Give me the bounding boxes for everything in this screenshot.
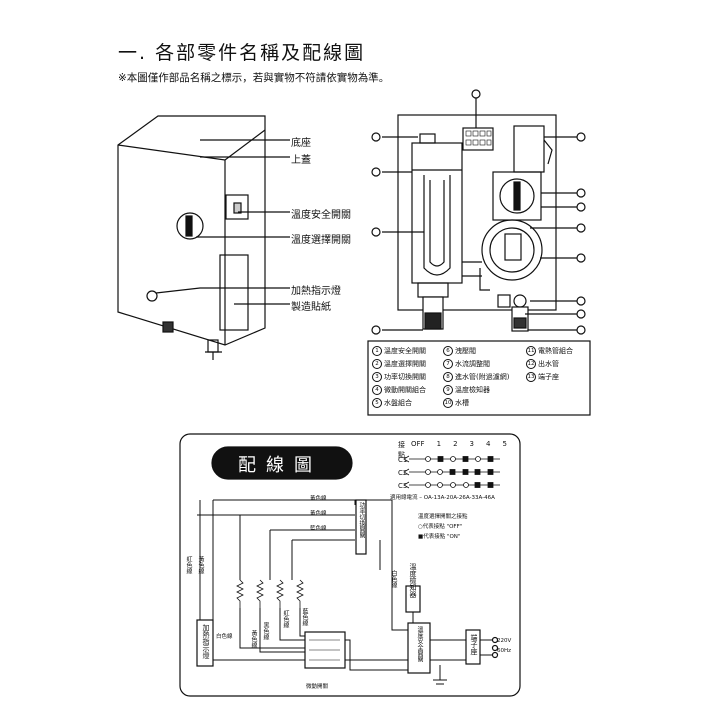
internal-parts-drawing bbox=[371, 89, 586, 335]
wiring-title: 配線圖 bbox=[238, 455, 322, 476]
temp-detector-box bbox=[405, 585, 421, 613]
row-c1: C1 bbox=[398, 456, 408, 464]
wire-label: 黃色線 bbox=[310, 511, 327, 517]
wire-label: 白色線 bbox=[216, 634, 233, 640]
wire-label: 黃色線 bbox=[197, 556, 204, 574]
wire-label: 藍色線 bbox=[301, 608, 308, 626]
label-temp-selector: 溫度選擇開關 bbox=[291, 235, 351, 246]
safety-switch-label: 溫度安全開關 bbox=[416, 626, 423, 662]
wire-label: 黃色線 bbox=[250, 630, 257, 648]
wire-label: 藍色線 bbox=[310, 526, 327, 532]
label-heating-indicator: 加熱指示燈 bbox=[291, 286, 341, 297]
legend-box bbox=[367, 340, 591, 416]
label-manufacture-sticker: 製造貼紙 bbox=[291, 302, 331, 313]
wire-label: 紅色線 bbox=[185, 556, 192, 574]
wire-label: 黃色線 bbox=[310, 496, 327, 502]
label-top-cover: 上蓋 bbox=[291, 155, 311, 166]
wiring-box bbox=[179, 433, 521, 697]
label-base: 底座 bbox=[291, 138, 311, 149]
label-safety-switch: 溫度安全開關 bbox=[291, 210, 351, 221]
wiring-title-pill bbox=[211, 446, 353, 480]
supply-voltage: 220V bbox=[497, 638, 512, 644]
contact-legend-off: ○代表接點 "OFF" bbox=[418, 524, 463, 530]
current-line: 適用總電流 – OA-13A-20A-26A-33A-46A bbox=[390, 495, 495, 501]
wire-label: 白色線 bbox=[390, 570, 397, 588]
wire-label: 黑色線 bbox=[262, 622, 269, 640]
exterior-heater-drawing bbox=[117, 115, 290, 360]
terminal-box bbox=[465, 629, 481, 665]
temp-detector-label: 溫度檢知器 bbox=[409, 563, 417, 598]
row-c2: C2 bbox=[398, 469, 408, 477]
disclaimer-note: ※本圖僅作部品名稱之標示，若與實物不符請依實物為準。 bbox=[118, 72, 390, 84]
power-selector-label: 功率切換開關 bbox=[358, 502, 365, 538]
contact-legend-on: ■代表接點 "ON" bbox=[418, 534, 461, 540]
row-c3: C3 bbox=[398, 482, 408, 490]
supply-frequency: 60Hz bbox=[497, 648, 512, 654]
contact-legend-title: 溫度選擇開關之接點 bbox=[418, 514, 468, 520]
micro-switch-label: 微動開關 bbox=[306, 684, 329, 690]
heater-coils bbox=[236, 579, 304, 608]
heater-indicator-label: 加熱指示燈 bbox=[202, 624, 210, 659]
power-selector-box bbox=[355, 499, 367, 555]
switch-header: 接點 bbox=[398, 441, 405, 459]
terminal-label: 端子座 bbox=[470, 634, 478, 655]
safety-switch-box bbox=[407, 622, 431, 674]
page-title: 一. 各部零件名稱及配線圖 bbox=[118, 42, 366, 64]
wire-label: 紅色線 bbox=[282, 610, 289, 628]
heater-indicator-box bbox=[196, 619, 214, 667]
